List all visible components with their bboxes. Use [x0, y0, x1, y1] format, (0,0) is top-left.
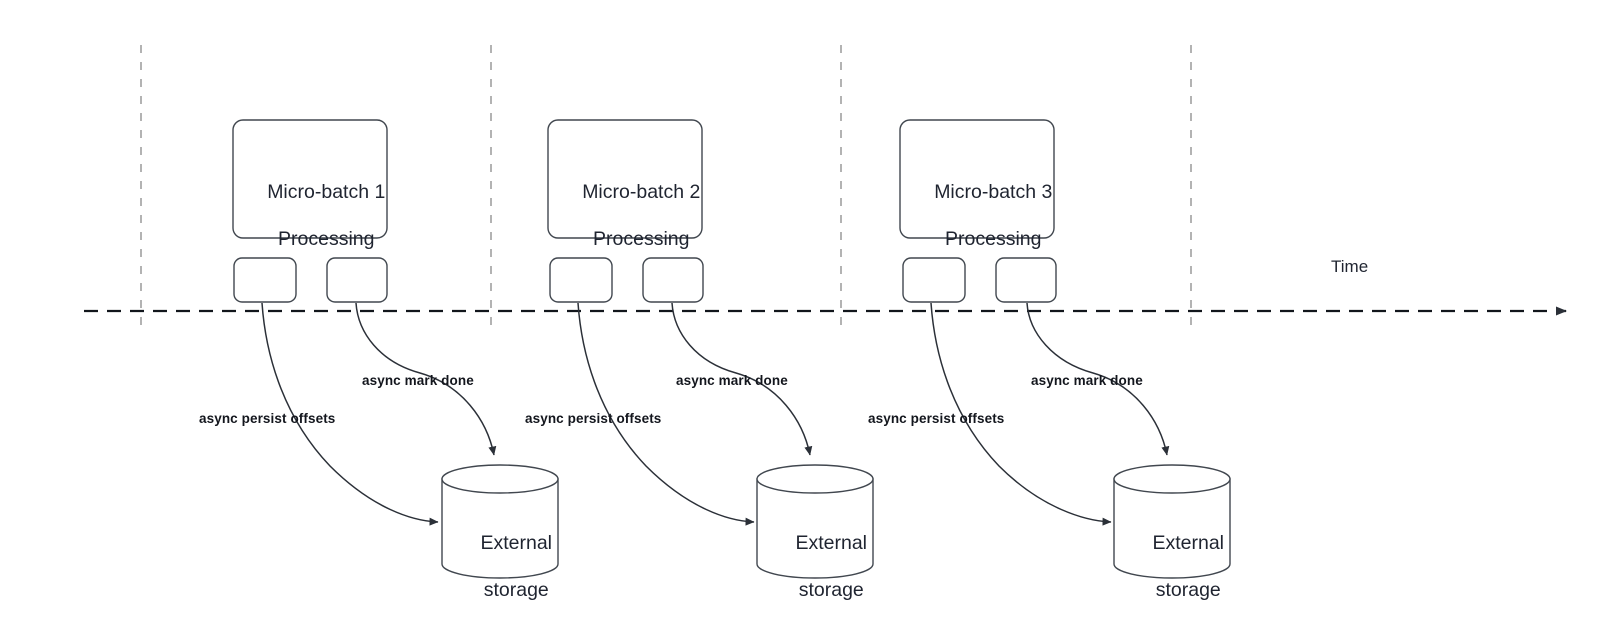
- cylinder-body-1: [441, 478, 559, 579]
- external-storage-2-line2: storage: [798, 579, 864, 602]
- external-storage-1-label: External storage: [440, 508, 560, 627]
- task-box-1a[interactable]: [233, 257, 297, 303]
- edge-label-mark-done-3: async mark done: [1031, 373, 1143, 388]
- edge-label-persist-offsets-2: async persist offsets: [525, 411, 662, 426]
- cylinder-body-2: [756, 478, 874, 579]
- edge-label-persist-offsets-1: async persist offsets: [199, 411, 336, 426]
- task-box-2a[interactable]: [549, 257, 613, 303]
- cylinder-top-1: [441, 464, 559, 494]
- external-storage-2-label: External storage: [755, 508, 875, 627]
- micro-batch-3-label: Micro-batch 3 Processing: [899, 157, 1055, 276]
- divider-group: [140, 45, 1192, 331]
- micro-batch-1-box[interactable]: [232, 119, 388, 239]
- task-box-2b[interactable]: [642, 257, 704, 303]
- edge-persist-offsets-1: [261, 302, 439, 526]
- task-box-3b[interactable]: [995, 257, 1057, 303]
- task-box-3a[interactable]: [902, 257, 966, 303]
- group-3: [899, 119, 1231, 579]
- external-storage-1-line1: External: [480, 531, 553, 554]
- micro-batch-3-line2: Processing: [945, 228, 1042, 251]
- edge-label-mark-done-1: async mark done: [362, 373, 474, 388]
- external-storage-3-line1: External: [1152, 531, 1225, 554]
- time-axis-label: Time: [1331, 257, 1369, 276]
- cylinder-top-2: [756, 464, 874, 494]
- edge-mark-done-1: [355, 302, 497, 456]
- micro-batch-2-box[interactable]: [547, 119, 703, 239]
- micro-batch-1-label: Micro-batch 1 Processing: [232, 157, 388, 276]
- external-storage-2-line1: External: [795, 531, 868, 554]
- external-storage-3-label: External storage: [1112, 508, 1232, 627]
- cylinder-top-3: [1113, 464, 1231, 494]
- edge-label-persist-offsets-3: async persist offsets: [868, 411, 1005, 426]
- external-storage-1-line2: storage: [483, 579, 549, 602]
- micro-batch-2-line2: Processing: [593, 228, 690, 251]
- edge-label-mark-done-2: async mark done: [676, 373, 788, 388]
- group-1: [232, 119, 559, 579]
- micro-batch-3-box[interactable]: [899, 119, 1055, 239]
- micro-batch-1-line2: Processing: [278, 228, 375, 251]
- task-box-1b[interactable]: [326, 257, 388, 303]
- edge-mark-done-2: [671, 302, 813, 456]
- micro-batch-3-line1: Micro-batch 3: [934, 180, 1053, 203]
- external-storage-3-cylinder[interactable]: [1113, 464, 1231, 579]
- edge-persist-offsets-3: [930, 302, 1112, 526]
- external-storage-2-cylinder[interactable]: [756, 464, 874, 579]
- group-2: [547, 119, 874, 579]
- micro-batch-2-label: Micro-batch 2 Processing: [547, 157, 703, 276]
- micro-batch-1-line1: Micro-batch 1: [267, 180, 386, 203]
- edge-persist-offsets-2: [577, 302, 755, 526]
- cylinder-body-3: [1113, 478, 1231, 579]
- external-storage-1-cylinder[interactable]: [441, 464, 559, 579]
- edge-mark-done-3: [1026, 302, 1170, 456]
- external-storage-3-line2: storage: [1155, 579, 1221, 602]
- micro-batch-2-line1: Micro-batch 2: [582, 180, 701, 203]
